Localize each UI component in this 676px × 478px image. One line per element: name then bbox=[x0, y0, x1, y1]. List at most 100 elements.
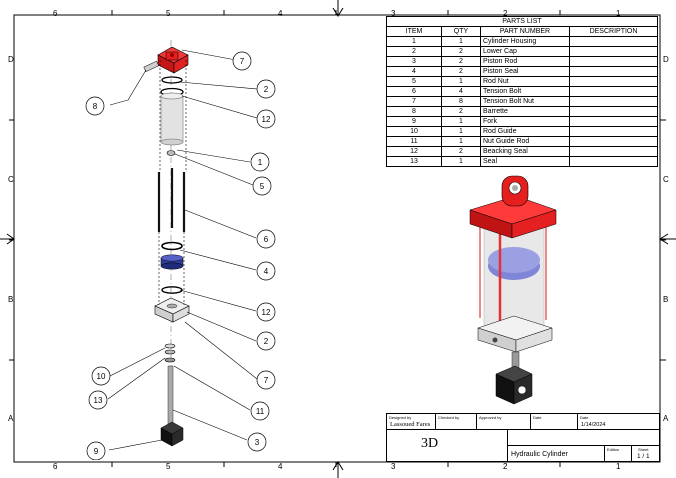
svg-text:8: 8 bbox=[93, 102, 98, 111]
parts-list-title: PARTS LIST bbox=[386, 16, 658, 27]
balloon-12-bottom: 12 bbox=[256, 302, 276, 322]
zone-col-bottom-2: 2 bbox=[503, 462, 508, 471]
cell-qty: 1 bbox=[441, 76, 481, 87]
cell-qty: 8 bbox=[441, 96, 481, 107]
svg-text:6: 6 bbox=[264, 235, 269, 244]
cell-item: 5 bbox=[386, 76, 442, 87]
tb-edition: Edition bbox=[604, 445, 632, 462]
balloon-5: 5 bbox=[252, 176, 272, 196]
svg-text:12: 12 bbox=[262, 308, 271, 317]
balloon-3: 3 bbox=[247, 432, 267, 452]
cell-item: 8 bbox=[386, 106, 442, 117]
balloon-11: 11 bbox=[250, 401, 270, 421]
balloons-layer: 7 2 12 8 1 5 6 4 12 2 7 10 13 11 3 9 bbox=[85, 51, 276, 460]
svg-text:10: 10 bbox=[97, 372, 106, 381]
zone-col-top-2: 2 bbox=[503, 9, 508, 18]
header-qty: QTY bbox=[441, 26, 481, 37]
cell-qty: 4 bbox=[441, 86, 481, 97]
zone-row-left-a: A bbox=[8, 414, 14, 423]
svg-text:3: 3 bbox=[255, 438, 260, 447]
svg-text:5: 5 bbox=[260, 182, 265, 191]
assembled-fork bbox=[495, 365, 533, 405]
cell-qty: 1 bbox=[441, 116, 481, 127]
cell-item: 10 bbox=[386, 126, 442, 137]
cell-part-number: Cylinder Housing bbox=[480, 36, 570, 47]
tb-view-box: 3D bbox=[386, 429, 508, 462]
zone-col-top-4: 4 bbox=[278, 9, 283, 18]
balloon-1: 1 bbox=[250, 152, 270, 172]
zone-col-top-1: 1 bbox=[616, 9, 621, 18]
drawing-date: 1/14/2024 bbox=[581, 422, 606, 428]
zone-col-bottom-6: 6 bbox=[53, 462, 58, 471]
balloon-2-top: 2 bbox=[256, 79, 276, 99]
cell-part-number: Nut Guide Rod bbox=[480, 136, 570, 147]
tb-designed-by: Designed by Lassoued Fares bbox=[386, 413, 436, 430]
drawing-title: Hydraulic Cylinder bbox=[511, 451, 568, 458]
svg-text:12: 12 bbox=[262, 115, 271, 124]
header-part-number: PART NUMBER bbox=[480, 26, 570, 37]
cell-part-number: Rod Nut bbox=[480, 76, 570, 87]
cell-qty: 2 bbox=[441, 66, 481, 77]
centering-mark-left bbox=[0, 233, 15, 245]
balloon-9: 9 bbox=[86, 441, 106, 460]
cell-part-number: Piston Seal bbox=[480, 66, 570, 77]
svg-text:4: 4 bbox=[264, 267, 269, 276]
centering-mark-right bbox=[659, 233, 676, 245]
zone-col-bottom-3: 3 bbox=[391, 462, 396, 471]
assembled-3d-view bbox=[469, 175, 557, 405]
balloon-7-top: 7 bbox=[232, 51, 252, 71]
cell-part-number: Piston Rod bbox=[480, 56, 570, 67]
tb-checked-by: Checked by bbox=[435, 413, 477, 430]
cell-description bbox=[569, 146, 658, 157]
lower-cap-part bbox=[154, 297, 190, 323]
zone-row-left-b: B bbox=[8, 295, 14, 304]
top-cap-part bbox=[157, 46, 189, 74]
zone-row-left-d: D bbox=[8, 55, 14, 64]
view-label-3d: 3D bbox=[421, 436, 439, 451]
cell-item: 1 bbox=[386, 36, 442, 47]
zone-row-right-b: B bbox=[663, 295, 669, 304]
cell-description bbox=[569, 106, 658, 117]
svg-text:1: 1 bbox=[258, 158, 263, 167]
tb-blank-row bbox=[507, 429, 660, 446]
zone-row-right-c: C bbox=[663, 175, 669, 184]
cell-qty: 2 bbox=[441, 146, 481, 157]
cell-part-number: Seal bbox=[480, 156, 570, 167]
centering-mark-top bbox=[332, 0, 344, 17]
balloon-12-top: 12 bbox=[256, 109, 276, 129]
svg-text:2: 2 bbox=[264, 337, 269, 346]
sheet-number: 1 / 1 bbox=[637, 453, 650, 460]
cell-qty: 2 bbox=[441, 106, 481, 117]
cell-item: 13 bbox=[386, 156, 442, 167]
cell-description bbox=[569, 56, 658, 67]
cell-description bbox=[569, 126, 658, 137]
zone-col-bottom-5: 5 bbox=[166, 462, 171, 471]
cell-qty: 2 bbox=[441, 46, 481, 57]
cell-item: 6 bbox=[386, 86, 442, 97]
cell-item: 9 bbox=[386, 116, 442, 127]
tb-date-2: Date 1/14/2024 bbox=[577, 413, 660, 430]
cell-qty: 2 bbox=[441, 56, 481, 67]
cell-part-number: Beacking Seal bbox=[480, 146, 570, 157]
cell-item: 3 bbox=[386, 56, 442, 67]
tb-title: Hydraulic Cylinder bbox=[507, 445, 605, 462]
balloon-4: 4 bbox=[256, 261, 276, 281]
designer-name: Lassoued Fares bbox=[390, 421, 431, 428]
parts-list-table: PARTS LIST ITEM QTY PART NUMBER DESCRIPT… bbox=[386, 16, 658, 167]
cell-qty: 1 bbox=[441, 136, 481, 147]
tb-approved-by: Approved by bbox=[476, 413, 531, 430]
header-description: DESCRIPTION bbox=[569, 26, 658, 37]
cell-description bbox=[569, 156, 658, 167]
zone-col-top-3: 3 bbox=[391, 9, 396, 18]
header-item: ITEM bbox=[386, 26, 442, 37]
cell-item: 12 bbox=[386, 146, 442, 157]
exploded-view bbox=[107, 40, 258, 451]
